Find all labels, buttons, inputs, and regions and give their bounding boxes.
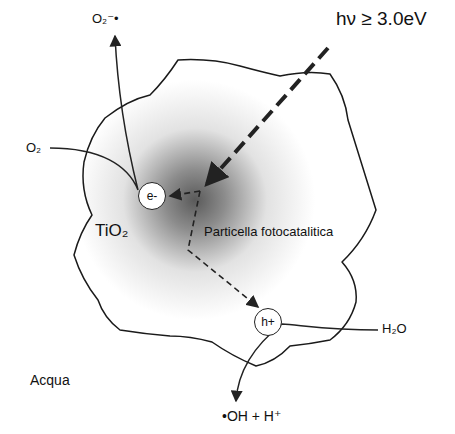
product-label: O₂⁻•	[92, 12, 119, 27]
hole-circle: h+	[254, 308, 282, 336]
material-label: TiO₂	[95, 221, 128, 241]
charge-label: e-	[147, 190, 158, 202]
charge-label: h+	[261, 316, 275, 328]
photocatalytic-particle: TiO₂ Particella fotocatalitica e-h+	[70, 56, 380, 370]
energy-label: hν ≥ 3.0eV	[336, 8, 427, 30]
product-label: •OH + H⁺	[222, 408, 281, 424]
reactant-label: O₂	[26, 141, 41, 156]
particle-outline	[70, 56, 380, 370]
particle-label: Particella fotocatalitica	[204, 225, 333, 240]
reactant-label: H₂O	[382, 322, 407, 337]
electron-circle: e-	[138, 182, 166, 210]
medium-label: Acqua	[30, 372, 70, 388]
